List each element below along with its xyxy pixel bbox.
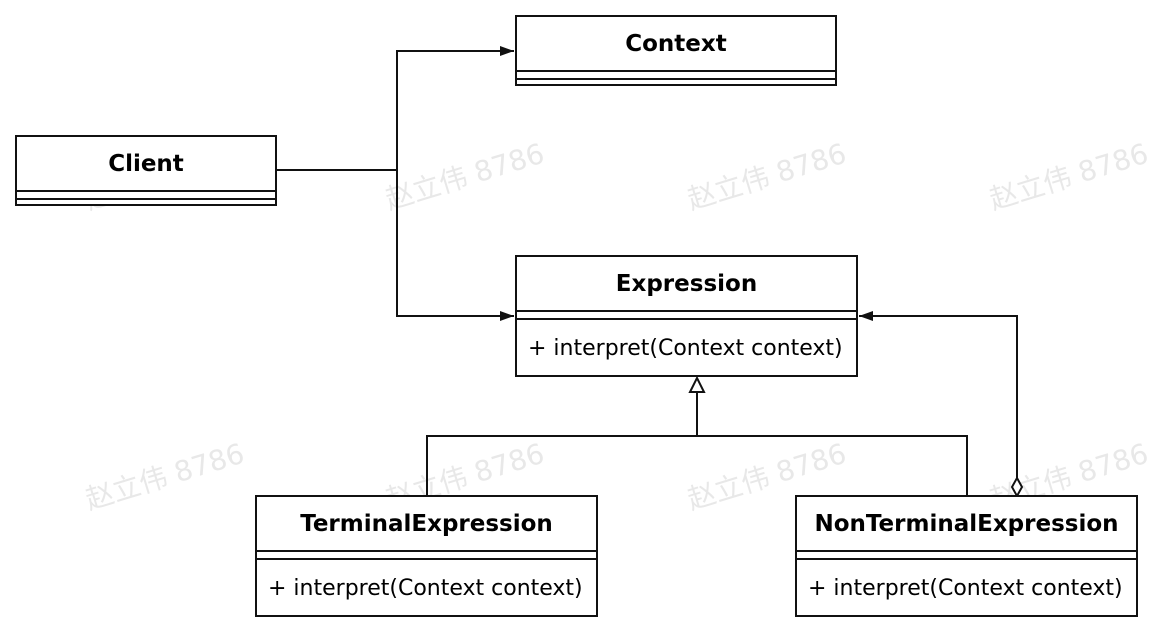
inheritance-triangle [688,375,706,393]
class-name: Expression [615,270,758,297]
class-name: Client [108,150,184,177]
operation-interpret: + interpret(Context context) [797,558,1136,617]
operation-interpret: + interpret(Context context) [517,318,856,377]
class-client[interactable]: Client [15,135,277,206]
class-nonterminal-expression[interactable]: NonTerminalExpression + interpret(Contex… [795,495,1138,617]
class-name: NonTerminalExpression [814,510,1119,537]
client-association [277,46,514,321]
operations-divider [517,78,835,80]
class-expression[interactable]: Expression + interpret(Context context) [515,255,858,377]
attributes-divider [517,70,835,78]
operation-interpret: + interpret(Context context) [257,558,596,617]
attributes-divider [797,550,1136,558]
class-terminal-expression[interactable]: TerminalExpression + interpret(Context c… [255,495,598,617]
class-context[interactable]: Context [515,15,837,86]
attributes-divider [17,190,275,198]
aggregation-connector [859,311,1024,499]
class-name: Context [625,30,727,57]
inheritance-connector [426,375,968,496]
aggregation-diamond [1010,475,1024,499]
attributes-divider [517,310,856,318]
operations-divider [17,198,275,200]
attributes-divider [257,550,596,558]
class-name: TerminalExpression [300,510,553,537]
